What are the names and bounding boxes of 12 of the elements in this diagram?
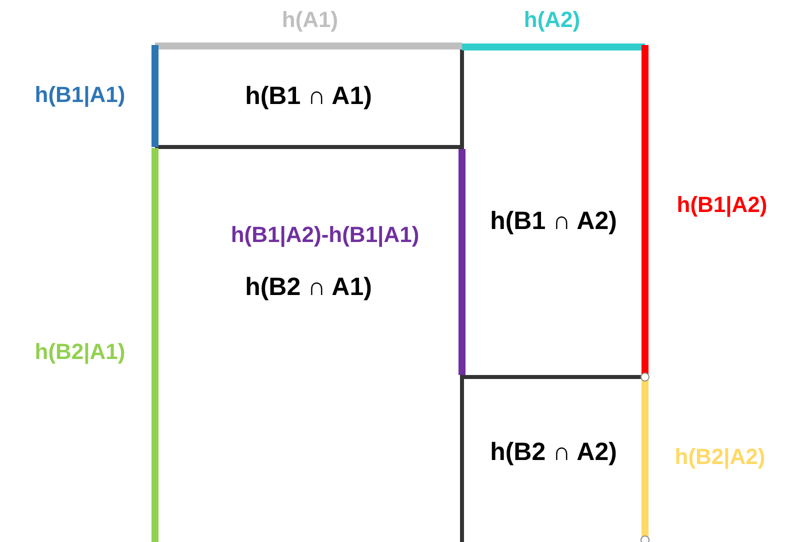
dimension-label: h(B2|A2) [674,444,766,470]
region-box [155,147,462,542]
dimension-label: h(B1|A2)-h(B1|A1) [230,222,420,248]
dimension-label: h(B2|A1) [34,339,126,365]
dimension-label: h(A2) [524,7,580,33]
dimension-label: h(A1) [282,7,338,33]
region-label: h(B2 ∩ A2) [490,438,617,466]
dimension-label: h(B1|A1) [34,82,126,108]
region-label: h(B2 ∩ A1) [245,272,372,302]
dimension-label: h(B1|A2) [676,192,768,218]
region-label: h(B1 ∩ A2) [490,206,617,236]
region-label: h(B1 ∩ A1) [245,82,372,110]
